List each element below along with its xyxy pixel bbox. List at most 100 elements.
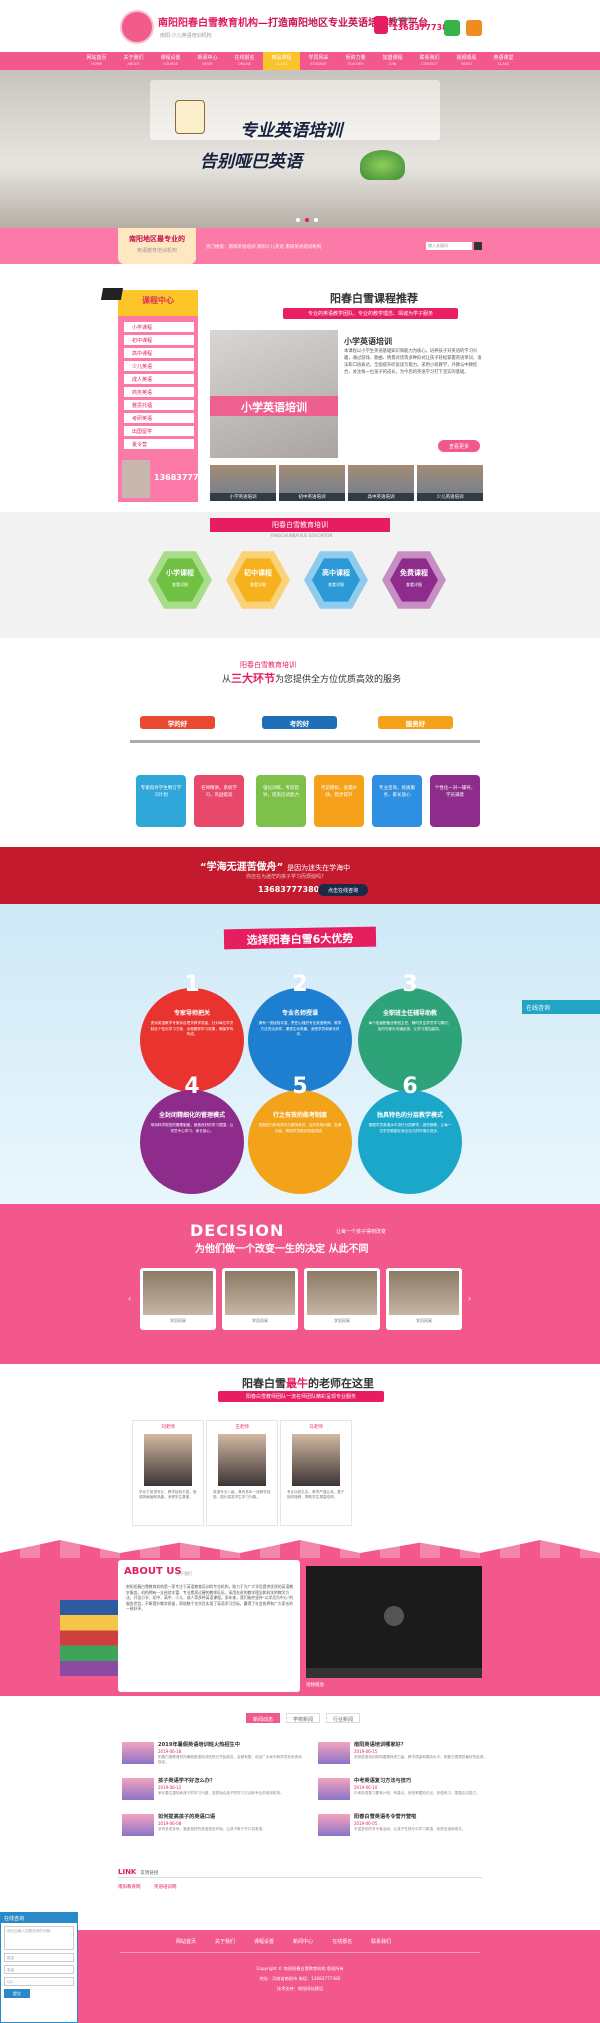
sidebar-item[interactable]: 高中课程 — [124, 348, 194, 358]
banner-dot[interactable] — [314, 218, 318, 222]
sidebar-ad[interactable]: 13683777380 — [118, 456, 215, 502]
student-card[interactable]: 学员风采 — [140, 1268, 216, 1330]
advantage-desc: 根据学员英语水平进行分层教学，因材施教，让每一位学员都能在适合自己的环境中进步。 — [368, 1123, 452, 1133]
search-input[interactable]: 输入关键词 — [426, 242, 472, 250]
news-tab[interactable]: 新闻动态 — [246, 1713, 280, 1723]
news-tab[interactable]: 行业新闻 — [326, 1713, 360, 1723]
slogan-banner — [0, 847, 600, 904]
chat-submit-button[interactable]: 提交 — [4, 1989, 30, 1998]
sidebar-item[interactable]: 成人英语 — [124, 374, 194, 384]
sidebar-item[interactable]: 出国留学 — [124, 426, 194, 436]
sidebar-item[interactable]: 夏令营 — [124, 439, 194, 449]
training-hex-title: 初中课程 — [244, 569, 272, 577]
student-card[interactable]: 学员风采 — [386, 1268, 462, 1330]
student-card[interactable]: 学员风采 — [304, 1268, 380, 1330]
footer-nav-item[interactable]: 关于我们 — [215, 1939, 236, 1945]
courses-subtitle: 专业的英语教学团队、专业的教学理念、竭诚为学子服务 — [283, 308, 458, 319]
student-card[interactable]: 学员风采 — [222, 1268, 298, 1330]
online-consult-tab[interactable]: 在线咨询 — [522, 1000, 600, 1014]
banner-dot[interactable] — [305, 218, 309, 222]
weibo-icon[interactable] — [466, 20, 482, 36]
advantage-title: 专业名师授课 — [281, 1010, 318, 1017]
advantage-title: 行之有效的练考制度 — [272, 1112, 327, 1119]
news-title: 南阳英语培训哪家好？ — [354, 1742, 406, 1748]
hot-search[interactable]: 热门搜索：南阳英语培训 南阳少儿英语 南阳英语培训机构 — [206, 245, 322, 250]
footer-nav-item[interactable]: 网站首页 — [176, 1939, 197, 1945]
teacher-card[interactable]: 王老师英语专业八级，具有多年一线教学经验，擅长激发学生学习兴趣。 — [206, 1420, 278, 1526]
advantage-desc: 定期进行阶段测试与模拟考试，及时发现问题、查漏补缺，帮助学员稳步提高成绩。 — [258, 1123, 342, 1133]
teacher-card[interactable]: 马老师专业功底扎实，教学严谨认真，善于因材施教，帮助学生提高成绩。 — [280, 1420, 352, 1526]
slogan-box-title: 南阳地区最专业的 — [129, 235, 185, 243]
teacher-card[interactable]: 刘老师毕业于英语专业，教学经验丰富，授课风格幽默风趣，深受学生喜爱。 — [132, 1420, 204, 1526]
footer-nav-item[interactable]: 新闻中心 — [293, 1939, 314, 1945]
course-thumb[interactable]: 少儿英语培训 — [417, 465, 483, 501]
sidebar-item[interactable]: 初中课程 — [124, 335, 194, 345]
sidebar-item[interactable]: 少儿英语 — [124, 361, 194, 371]
prev-arrow-icon[interactable]: ‹ — [128, 1294, 132, 1303]
course-thumb[interactable]: 高中英语培训 — [348, 465, 414, 501]
training-section — [0, 512, 600, 638]
sidebar-item[interactable]: 雅思托福 — [124, 400, 194, 410]
course-thumb[interactable]: 小学英语培训 — [210, 465, 276, 501]
search-button[interactable] — [474, 242, 482, 250]
nav-label: 关于我们 — [123, 55, 144, 61]
phone-icon — [374, 16, 388, 34]
friend-link[interactable]: 南阳教育网 — [118, 1885, 141, 1890]
more-button[interactable]: 查看更多 — [438, 440, 480, 452]
footer-nav-item[interactable]: 在线报名 — [332, 1939, 353, 1945]
play-icon[interactable] — [384, 1606, 404, 1626]
course-thumb[interactable]: 初中英语培训 — [279, 465, 345, 501]
sidebar-item[interactable]: 小学课程 — [124, 322, 194, 332]
training-hex-sub: 查看详细 — [328, 582, 344, 587]
sidebar-item[interactable]: 商务英语 — [124, 387, 194, 397]
course-title[interactable]: 小学英语培训 — [344, 337, 392, 346]
video-controls[interactable] — [306, 1668, 482, 1678]
student-photo — [307, 1271, 377, 1315]
graduation-cap-icon — [100, 288, 124, 300]
links-heading-post: 为您提供全方位优质高效的服务 — [275, 675, 402, 685]
chat-name-input[interactable]: 姓名 — [4, 1953, 74, 1962]
chat-phone-input[interactable]: 电话 — [4, 1965, 74, 1974]
footer-address: 地址：河南省南阳市 电话：13683777380 — [259, 1976, 341, 1981]
news-thumb — [122, 1778, 154, 1800]
next-arrow-icon[interactable]: › — [468, 1294, 472, 1303]
course-image[interactable] — [210, 330, 338, 458]
footer-nav-item[interactable]: 联系我们 — [371, 1939, 392, 1945]
wechat-icon[interactable] — [444, 20, 460, 36]
footer-copyright: Copyright © 南阳阳春白雪教育机构 版权所有 — [256, 1966, 344, 1971]
course-thumb-label: 小学英语培训 — [210, 493, 276, 501]
sidebar-item[interactable]: 考研英语 — [124, 413, 194, 423]
chat-message-input[interactable]: 请在此输入您要咨询的问题... — [4, 1926, 74, 1950]
logo[interactable] — [120, 10, 154, 44]
chat-qq-input[interactable]: QQ — [4, 1977, 74, 1986]
video-player[interactable] — [306, 1566, 482, 1678]
nav-label: 师资力量 — [345, 55, 366, 61]
footer-nav-item[interactable]: 课程设置 — [254, 1939, 275, 1945]
brand-prefix: 南阳阳春白雪教育机构 — [158, 18, 258, 29]
banner-dot[interactable] — [296, 218, 300, 222]
news-tab[interactable]: 学校新闻 — [286, 1713, 320, 1723]
friend-link[interactable]: 英语培训网 — [154, 1885, 177, 1890]
advantage-circle: 2专业名师授课拥有一批经验丰富、责任心强的专业英语教师，教学方法灵活多样，课堂生… — [248, 972, 352, 1092]
consult-button[interactable]: 点击在线咨询 — [318, 884, 368, 896]
nav-label-en: JOIN — [388, 62, 397, 66]
advantage-desc: 拥有一批经验丰富、责任心强的专业英语教师，教学方法灵活多样，课堂生动有趣，深受学… — [258, 1021, 342, 1036]
